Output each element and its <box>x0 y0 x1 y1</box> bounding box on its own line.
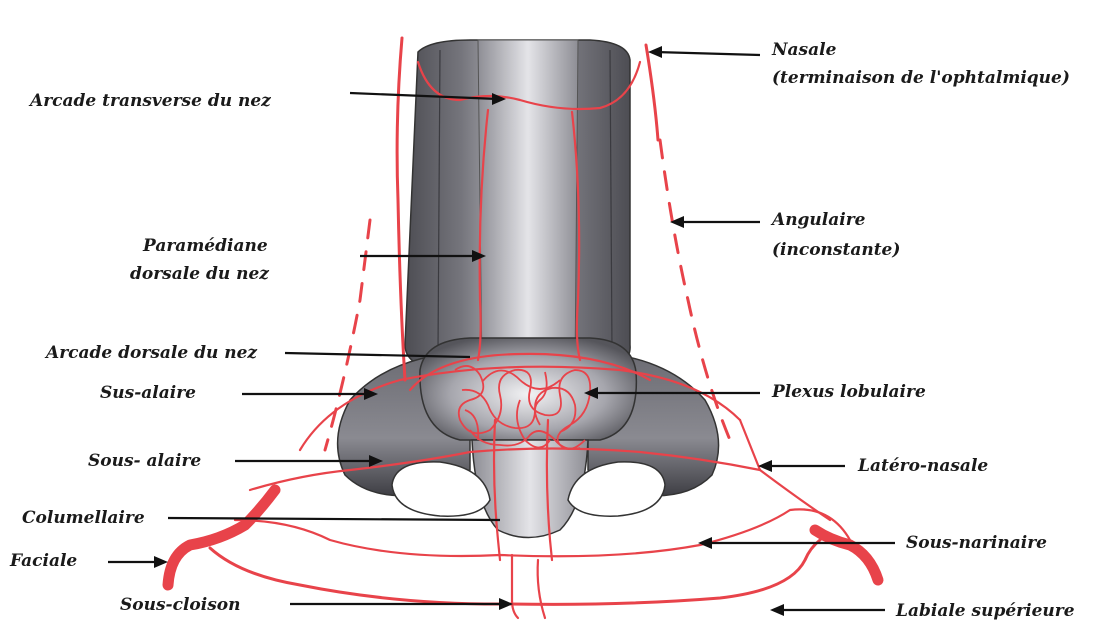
label-columellaire: Columellaire <box>22 508 145 528</box>
dorsum-center-band <box>478 40 578 370</box>
label-arcade-dorsale: Arcade dorsale du nez <box>44 343 257 363</box>
label-latero-nasale: Latéro-nasale <box>857 456 988 476</box>
label-sous-alaire: Sous- alaire <box>88 451 201 471</box>
artery-labiale-superieure <box>210 540 820 604</box>
label-paramediane-1: Paramédiane <box>142 236 268 256</box>
leader-columellaire <box>168 518 500 520</box>
label-sous-cloison: Sous-cloison <box>120 595 240 615</box>
artery-latero-nasale <box>740 420 830 520</box>
label-arcade-transverse: Arcade transverse du nez <box>28 91 271 111</box>
label-plexus-lobulaire: Plexus lobulaire <box>771 382 926 402</box>
label-sous-narinaire: Sous-narinaire <box>906 533 1047 553</box>
label-faciale: Faciale <box>9 551 77 571</box>
leader-labiale-superieure <box>770 604 885 616</box>
leader-sous-narinaire <box>698 537 895 549</box>
artery-faciale-right <box>815 530 878 580</box>
columella <box>472 440 588 538</box>
leader-faciale <box>108 556 168 568</box>
label-angulaire: Angulaire <box>770 210 866 230</box>
artery-nasale-right <box>646 45 658 140</box>
artery-nasale-left <box>397 38 405 380</box>
nose-illustration <box>338 40 719 538</box>
label-sus-alaire: Sus-alaire <box>100 383 196 403</box>
artery-faciale-left <box>168 490 275 585</box>
leader-latero-nasale <box>758 460 845 472</box>
label-nasale-sub: (terminaison de l'ophtalmique) <box>772 68 1070 88</box>
leader-nasale <box>648 46 760 58</box>
label-labiale-superieure: Labiale supérieure <box>895 601 1075 621</box>
artery-sous-cloison <box>512 555 545 618</box>
label-paramediane-2: dorsale du nez <box>130 264 269 284</box>
leader-angulaire <box>670 216 760 228</box>
label-nasale: Nasale <box>771 40 837 60</box>
label-angulaire-sub: (inconstante) <box>772 240 900 260</box>
